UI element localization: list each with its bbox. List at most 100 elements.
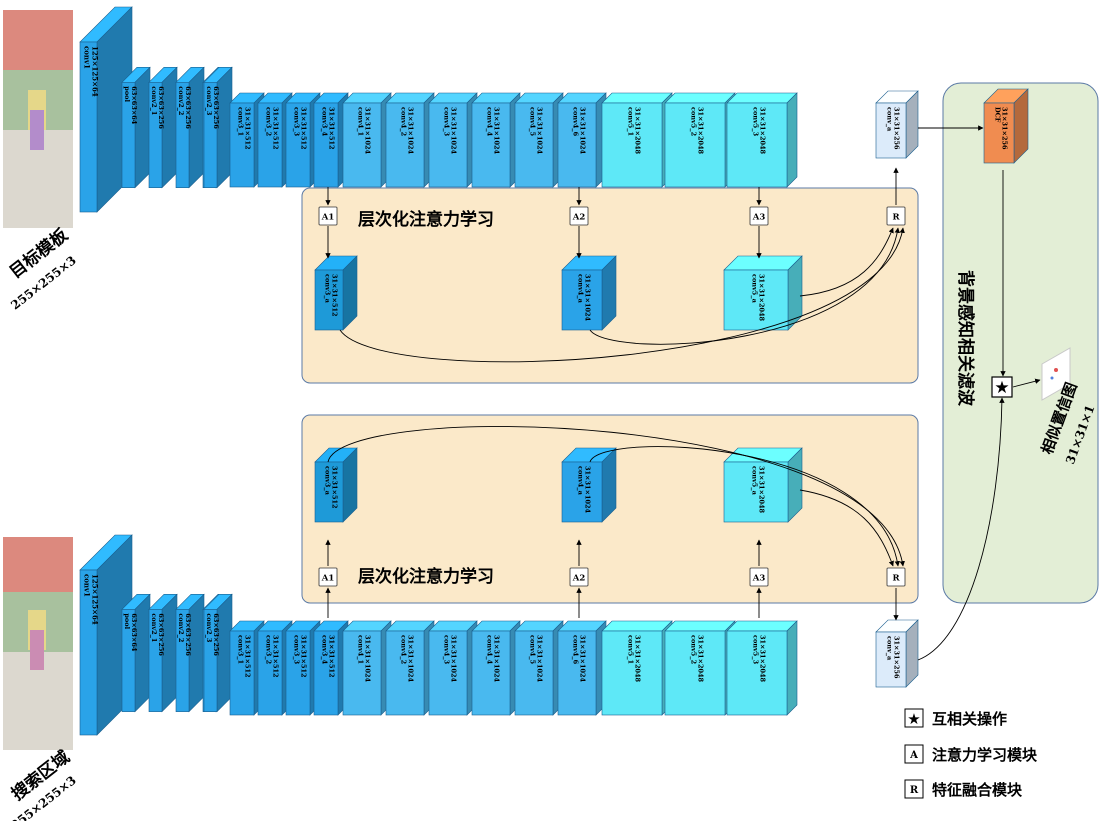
layer-label: pool — [123, 86, 131, 102]
layer-label: 31×31×2048 — [634, 107, 642, 155]
layer-label: 125×125×64 — [90, 574, 99, 625]
legend-attention: 注意力学习模块 — [932, 746, 1038, 764]
layer-label: conv4_3 — [442, 107, 450, 137]
layer-label: 31×31×256 — [893, 636, 901, 679]
layer-label: 63×63×64 — [130, 613, 138, 652]
layer-label: conv5_a — [750, 274, 758, 304]
legend-attention-icon: A — [909, 750, 918, 761]
layer-label: 31×31×512 — [272, 635, 280, 678]
layer-label: conv5_1 — [626, 635, 634, 664]
layer-label: conv2_2 — [177, 613, 185, 642]
layer-label: conv2_2 — [177, 86, 185, 115]
box-label: R — [892, 213, 900, 223]
layer-label: 63×63×256 — [184, 613, 192, 656]
layer-label: 31×31×256 — [893, 107, 901, 150]
legend-star-icon: ★ — [907, 710, 920, 728]
layer-label: 63×63×64 — [130, 86, 138, 125]
layer-label: conv2_1 — [150, 613, 158, 642]
layer-label: 63×63×256 — [157, 613, 165, 656]
box-label: A2 — [572, 213, 586, 223]
layer-label: conv5_2 — [689, 107, 697, 136]
layer-label: 125×125×64 — [90, 46, 99, 97]
legend-correlation: 互相关操作 — [932, 710, 1007, 728]
layer-label: 31×31×2048 — [758, 466, 766, 514]
layer-label: 31×31×1024 — [536, 635, 544, 683]
layer-label: 31×31×256 — [1001, 107, 1009, 150]
layer-label: 31×31×1024 — [450, 107, 458, 155]
layer-label: 31×31×1024 — [493, 635, 501, 683]
layer-label: conv3_2 — [264, 635, 272, 664]
layer-label: 31×31×512 — [244, 635, 252, 678]
layer-label: 31×31×2048 — [759, 107, 767, 155]
attention-module-bottom-2: A2 — [569, 567, 589, 587]
search-image — [3, 537, 73, 750]
box-label: R — [892, 574, 900, 584]
layer-label: 31×31×512 — [328, 107, 336, 150]
layer-label: 31×31×512 — [244, 107, 252, 150]
layer-label: DCF — [993, 107, 1001, 123]
box-label: A3 — [752, 574, 766, 584]
legend-fusion-icon: R — [910, 785, 919, 796]
layer-label: conv_a — [885, 636, 893, 661]
attention-module-top-1: A1 — [318, 206, 338, 226]
layer-label: conv3_3 — [292, 107, 300, 137]
layer-label: conv4_4 — [485, 635, 493, 665]
fusion-module-bottom: R — [886, 567, 906, 587]
layer-label: 31×31×2048 — [697, 635, 705, 683]
layer-label: conv2_1 — [150, 86, 158, 115]
layer-label: 31×31×512 — [272, 107, 280, 150]
layer-label: 31×31×2048 — [759, 635, 767, 683]
dcf-panel — [942, 82, 1099, 604]
attention-module-top-2: A2 — [569, 206, 589, 226]
layer-label: 31×31×1024 — [364, 107, 372, 155]
layer-label: conv5_3 — [751, 107, 759, 137]
fusion-module-top: R — [886, 206, 906, 226]
layer-label: 31×31×1024 — [493, 107, 501, 155]
layer-label: conv4_2 — [399, 107, 407, 136]
layer-label: conv4_3 — [442, 635, 450, 665]
layer-label: 31×31×1024 — [579, 635, 587, 683]
attention-module-top-3: A3 — [749, 206, 769, 226]
response-map — [1041, 347, 1071, 401]
layer-label: 31×31×1024 — [364, 635, 372, 683]
layer-label: conv3_a — [323, 274, 331, 304]
layer-label: conv1 — [83, 46, 92, 69]
layer-label: conv2_3 — [205, 613, 213, 643]
layer-label: 31×31×1024 — [407, 635, 415, 683]
box-label: A1 — [321, 213, 335, 223]
layer-label: 31×31×1024 — [450, 635, 458, 683]
dcf-panel-title: 背景感知相关滤波 — [955, 270, 976, 407]
layer-label: conv3_2 — [264, 107, 272, 136]
